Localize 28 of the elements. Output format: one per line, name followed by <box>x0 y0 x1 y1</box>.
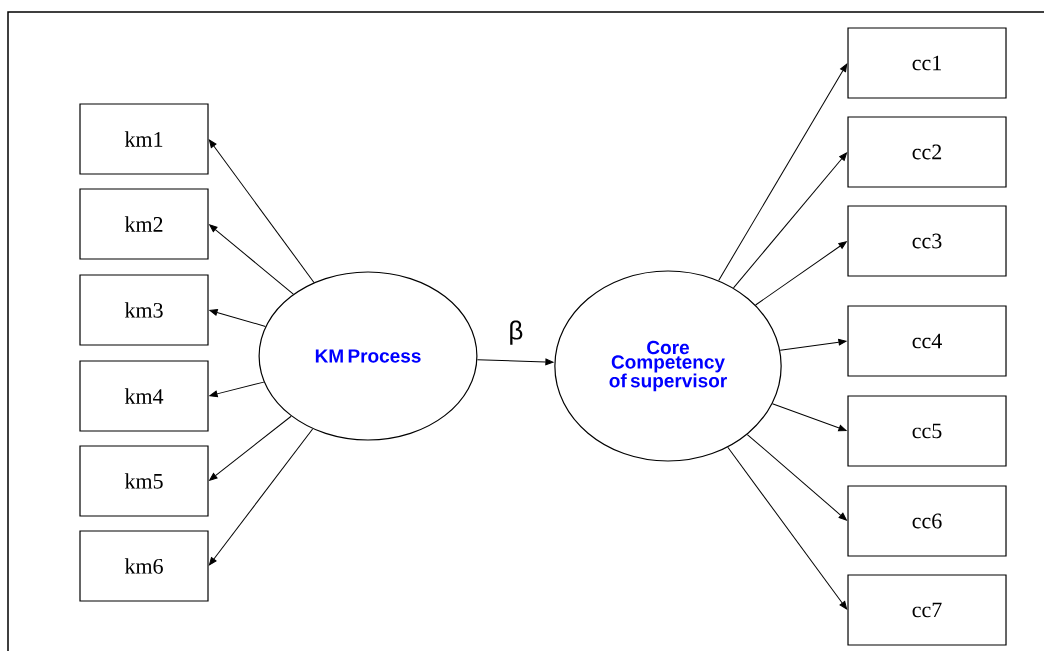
arrow <box>208 139 315 283</box>
arrow <box>208 428 314 566</box>
arrow <box>476 358 554 366</box>
indicator-box: cc6 <box>847 485 1007 557</box>
indicator-box: km4 <box>79 360 209 432</box>
indicator-box: cc4 <box>847 305 1007 377</box>
arrow <box>209 415 292 481</box>
indicator-box: cc1 <box>847 27 1007 99</box>
indicator-box: cc5 <box>847 395 1007 467</box>
arrow <box>718 63 848 281</box>
edge-label: β <box>506 318 526 347</box>
indicator-box: cc7 <box>847 574 1007 646</box>
indicator-box: km1 <box>79 103 209 175</box>
arrow <box>755 241 847 306</box>
arrow <box>779 338 847 351</box>
arrow <box>209 381 265 398</box>
indicator-box: km2 <box>79 188 209 260</box>
arrow <box>733 152 847 289</box>
indicator-box: km5 <box>79 445 209 517</box>
indicator-box: cc2 <box>847 116 1007 188</box>
indicator-box: cc3 <box>847 205 1007 277</box>
arrow <box>209 224 294 295</box>
indicator-box: km3 <box>79 274 209 346</box>
arrow <box>771 403 847 432</box>
indicator-box: km6 <box>79 530 209 602</box>
arrow <box>727 446 848 610</box>
arrow <box>746 434 847 521</box>
arrow <box>209 309 266 327</box>
